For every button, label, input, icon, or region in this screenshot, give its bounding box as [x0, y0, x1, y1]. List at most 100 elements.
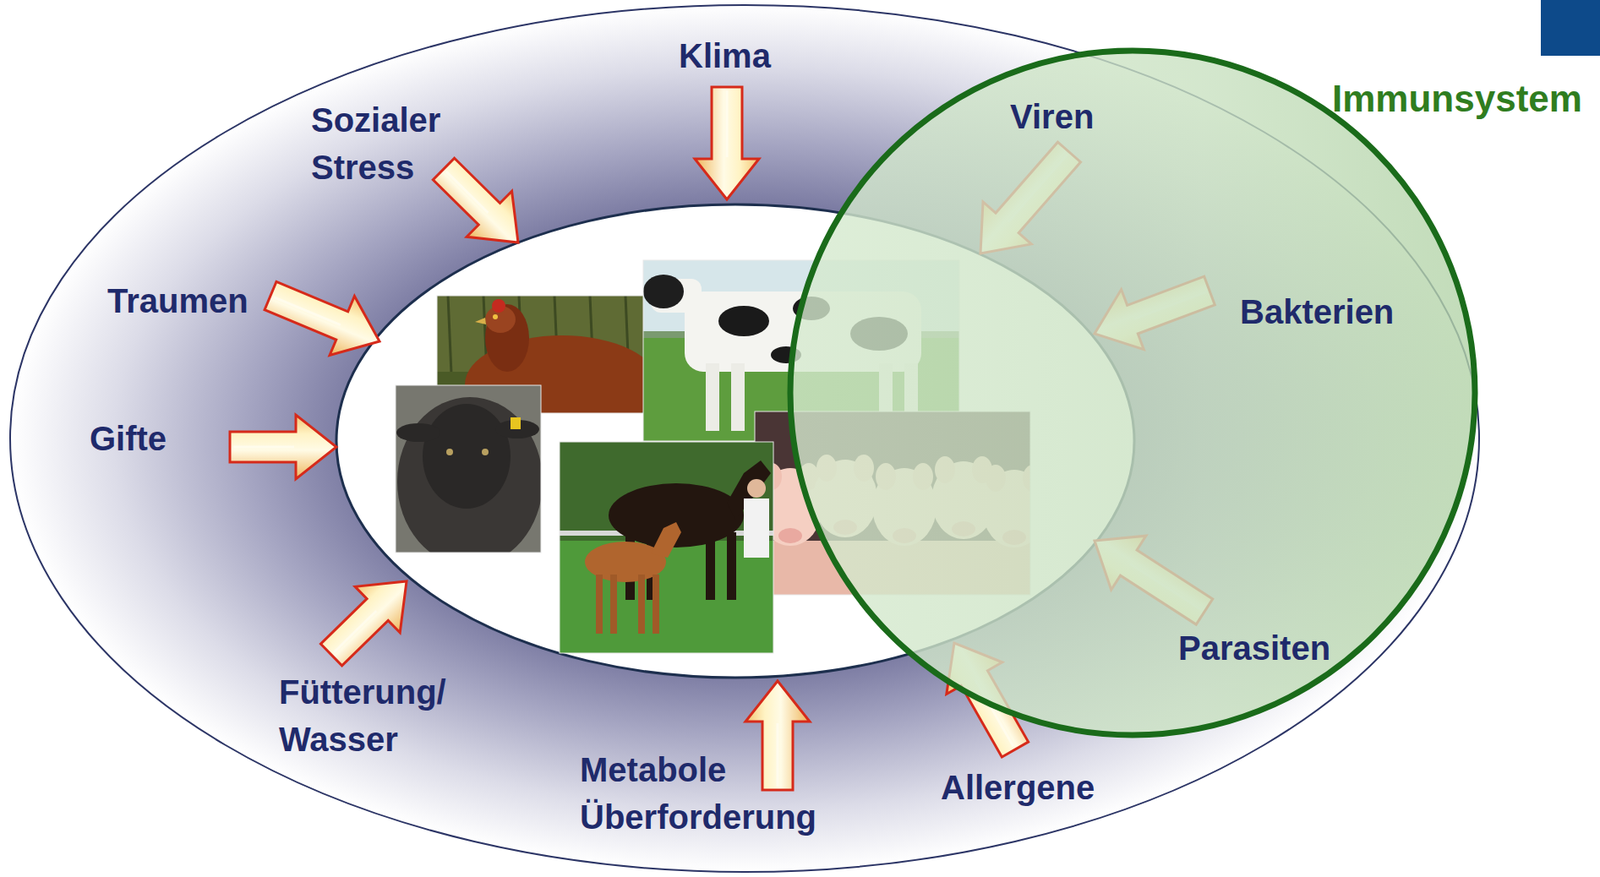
block-arrow	[257, 266, 392, 372]
hen-neck	[485, 304, 530, 372]
arrow-highlight	[726, 90, 729, 158]
factor-label: Sozialer Stress	[311, 96, 489, 192]
corner-square	[1540, 0, 1600, 56]
arrow-highlight	[1008, 154, 1067, 222]
sheep-wool	[397, 397, 541, 553]
cow-spot	[718, 305, 770, 337]
handler-head	[747, 479, 766, 498]
arrow-group	[229, 87, 1223, 791]
horse-photo-frame	[559, 442, 774, 654]
sheep-ear	[396, 423, 441, 443]
horse-photo	[559, 442, 774, 654]
factor-label: Metabole Überforderung	[579, 746, 842, 841]
arrow-highlight	[273, 297, 341, 326]
factor-label: Viren	[1010, 92, 1094, 141]
sow-belly	[754, 540, 1031, 596]
cow-spot	[792, 296, 831, 321]
handler	[743, 498, 770, 558]
arrow-highlight	[975, 679, 1014, 747]
label-position: Parasiten	[1178, 624, 1331, 672]
cow-spot	[850, 316, 908, 351]
piglet-ear	[853, 454, 874, 482]
sheep-eye	[446, 448, 454, 456]
label-position: Gifte	[89, 415, 167, 463]
heading-position: Immunsystem	[1332, 72, 1583, 126]
arrow-shape	[1076, 513, 1222, 639]
piglet-ear	[985, 464, 1006, 492]
factor-label: Parasiten	[1178, 624, 1331, 672]
cow-spot	[770, 346, 802, 364]
factor-label: Gifte	[89, 415, 167, 463]
arrow-highlight	[446, 171, 489, 213]
cow-leg	[731, 363, 745, 432]
circle-shape	[790, 50, 1475, 736]
foal-neck	[650, 522, 682, 558]
arrow-shape	[694, 87, 760, 200]
arrow-highlight	[1130, 563, 1202, 611]
factor-label: Allergene	[940, 764, 1095, 812]
cow-body	[684, 291, 922, 372]
ear-tag	[510, 417, 521, 430]
piglet-snout	[833, 519, 858, 536]
factor-label: Fütterung/ Wasser	[278, 668, 482, 764]
cow-leg	[705, 363, 720, 432]
label-position: Klima	[678, 32, 771, 80]
label-position: Traumen	[107, 277, 249, 325]
piglet-ear	[816, 454, 837, 482]
block-arrow	[229, 415, 337, 480]
arrow-shape	[955, 131, 1093, 275]
piglet-snout	[892, 528, 917, 544]
block-arrow	[1076, 513, 1222, 639]
foal-leg	[610, 574, 618, 634]
label-position: Fütterung/ Wasser	[278, 668, 482, 764]
hen-beak	[475, 317, 487, 325]
block-arrow	[694, 87, 760, 200]
piglet-snout	[951, 521, 976, 537]
arrow-shape	[745, 681, 810, 791]
label-position: Bakterien	[1239, 288, 1394, 336]
cow-head	[643, 274, 684, 309]
piglet-snout	[778, 528, 803, 544]
hen-eye	[492, 314, 498, 320]
hen-comb	[491, 299, 506, 313]
trees	[559, 442, 774, 654]
immune-circle: Immunsystem	[786, 44, 1594, 742]
arrow-highlight	[776, 723, 780, 787]
arrow-shape	[308, 558, 429, 678]
piglet-ear	[875, 463, 896, 491]
pigs-photo	[754, 411, 1031, 596]
arrow-highlight	[233, 446, 295, 449]
label-position: Metabole Überforderung	[579, 746, 842, 841]
label-position: Viren	[1010, 92, 1094, 141]
piglet-snout	[1002, 529, 1027, 546]
block-arrow	[955, 131, 1093, 275]
piglet-ear	[934, 456, 956, 484]
sheep-eye	[481, 448, 489, 456]
horse-leg	[705, 532, 716, 601]
factor-label: Traumen	[107, 277, 249, 325]
circle-outline	[786, 44, 1594, 742]
block-arrow	[1083, 260, 1222, 364]
arrow-highlight	[333, 611, 377, 653]
block-arrow	[420, 146, 541, 266]
inner-ellipse	[336, 204, 1135, 678]
arrow-shape	[229, 415, 337, 480]
horse-leg	[726, 532, 737, 601]
sheep-photo-frame	[395, 385, 541, 553]
grass	[559, 540, 774, 654]
label-position: Sozialer Stress	[311, 96, 489, 192]
arrow-shape	[926, 627, 1044, 766]
foal-leg	[595, 574, 603, 634]
foal-leg	[652, 574, 660, 634]
block-arrow	[308, 558, 429, 678]
region-heading: Immunsystem	[1332, 72, 1583, 126]
factor-label: Bakterien	[1239, 288, 1394, 336]
factor-label: Klima	[678, 32, 771, 80]
label-position: Allergene	[940, 764, 1095, 812]
arrow-shape	[1083, 260, 1222, 364]
block-arrow	[745, 681, 810, 791]
